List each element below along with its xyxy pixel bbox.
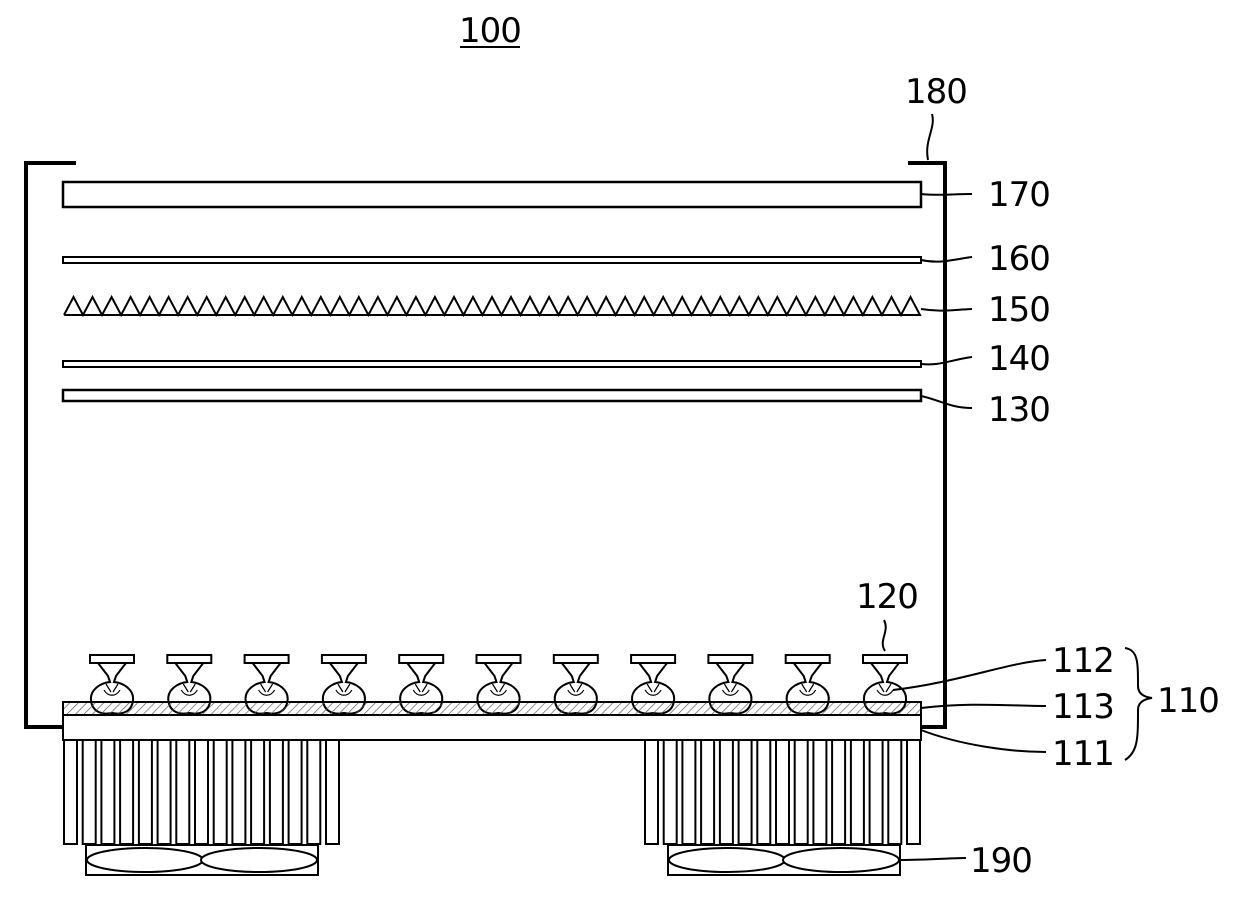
heat-sink-left bbox=[64, 740, 339, 844]
label-112: 112 bbox=[1052, 641, 1114, 681]
label-160: 160 bbox=[988, 239, 1050, 279]
heat-sink-fin bbox=[888, 740, 901, 844]
heat-sink-fin bbox=[139, 740, 152, 844]
heat-sink-fin bbox=[64, 740, 77, 844]
heat-sink-fin bbox=[251, 740, 264, 844]
heat-sink-fin bbox=[326, 740, 339, 844]
heat-sink-fin bbox=[195, 740, 208, 844]
heat-sink-fin bbox=[720, 740, 733, 844]
substrate-111 bbox=[63, 715, 921, 740]
heat-sink-fin bbox=[289, 740, 302, 844]
heat-sink-fin bbox=[101, 740, 114, 844]
fan-unit-right-190 bbox=[668, 845, 900, 875]
label-130: 130 bbox=[988, 390, 1050, 430]
sheet-160 bbox=[63, 257, 921, 263]
heat-sink-fin bbox=[158, 740, 171, 844]
sheet-140 bbox=[63, 361, 921, 367]
heat-sink-fin bbox=[682, 740, 695, 844]
label-111: 111 bbox=[1052, 734, 1114, 774]
leader-170 bbox=[921, 194, 972, 195]
heat-sink-fin bbox=[270, 740, 283, 844]
heat-sink-fin bbox=[176, 740, 189, 844]
heat-sink-fin bbox=[739, 740, 752, 844]
leader-190 bbox=[900, 858, 966, 860]
heat-sink-fin bbox=[832, 740, 845, 844]
heat-sink-fin bbox=[701, 740, 714, 844]
heat-sink-fin bbox=[795, 740, 808, 844]
display-panel-170 bbox=[63, 182, 921, 207]
heat-sink-fin bbox=[870, 740, 883, 844]
leader-111 bbox=[921, 730, 1046, 752]
heat-sink-fin bbox=[214, 740, 227, 844]
housing-right-wall bbox=[908, 163, 945, 727]
leader-120 bbox=[883, 620, 886, 651]
heat-sink-fin bbox=[645, 740, 658, 844]
heat-sink-fin bbox=[664, 740, 677, 844]
heat-sink-fin bbox=[83, 740, 96, 844]
label-140: 140 bbox=[988, 339, 1050, 379]
heat-sink-fin bbox=[232, 740, 245, 844]
label-170: 170 bbox=[988, 175, 1050, 215]
heat-sink-right bbox=[645, 740, 920, 844]
leader-113 bbox=[921, 705, 1046, 708]
leader-112 bbox=[893, 660, 1046, 690]
diffuser-plate-130 bbox=[63, 390, 921, 401]
label-180: 180 bbox=[905, 72, 967, 112]
label-120: 120 bbox=[856, 577, 918, 617]
circuit-layer-113 bbox=[63, 702, 921, 715]
brace-110 bbox=[1125, 648, 1152, 760]
label-190: 190 bbox=[970, 841, 1032, 881]
heat-sink-fin bbox=[307, 740, 320, 844]
prism-sheet-150 bbox=[64, 297, 920, 315]
housing-left-wall bbox=[26, 163, 76, 727]
label-150: 150 bbox=[988, 290, 1050, 330]
heat-sink-fin bbox=[851, 740, 864, 844]
label-113: 113 bbox=[1052, 687, 1114, 727]
fan-unit-left bbox=[86, 845, 318, 875]
label-110: 110 bbox=[1157, 681, 1219, 721]
figure-ref-number: 100 bbox=[459, 11, 521, 51]
leader-180 bbox=[927, 114, 933, 160]
heat-sink-fin bbox=[813, 740, 826, 844]
heat-sink-fin bbox=[757, 740, 770, 844]
heat-sink-fin bbox=[120, 740, 133, 844]
heat-sink-fin bbox=[907, 740, 920, 844]
heat-sink-fin bbox=[776, 740, 789, 844]
